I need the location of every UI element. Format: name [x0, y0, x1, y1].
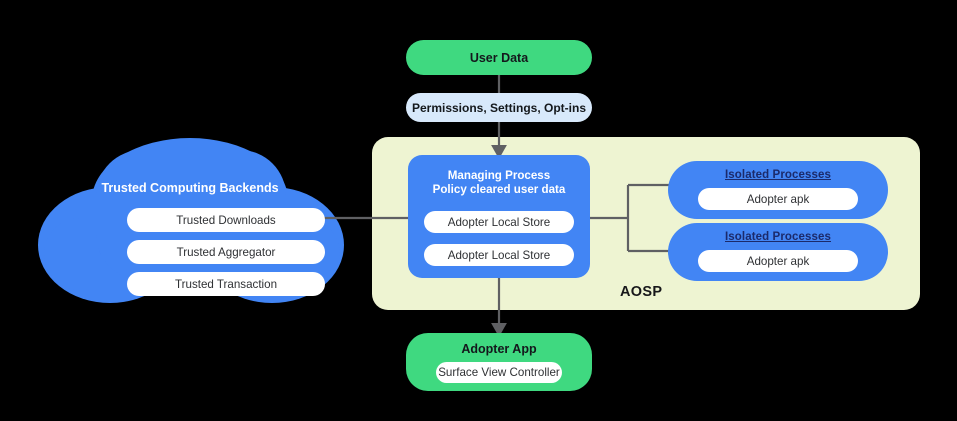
- aosp-label: AOSP: [620, 284, 663, 300]
- permissions-label: Permissions, Settings, Opt-ins: [411, 100, 587, 115]
- isolated-process-node[interactable]: Isolated Processes Adopter apk: [668, 161, 888, 219]
- managing-process-title: Managing Process Policy cleared user dat…: [408, 169, 590, 197]
- isolated-process-title: Isolated Processes: [725, 169, 831, 181]
- cloud-service-pill[interactable]: Trusted Transaction: [127, 272, 325, 296]
- isolated-process-title: Isolated Processes: [725, 231, 831, 243]
- managing-process-title-line1: Managing Process: [447, 169, 551, 182]
- adopter-app-label: Adopter App: [461, 342, 537, 356]
- adopter-app-node[interactable]: Adopter App Surface View Controller: [406, 333, 592, 391]
- adopter-apk-pill[interactable]: Adopter apk: [698, 250, 858, 272]
- surface-view-controller-pill[interactable]: Surface View Controller: [436, 362, 562, 383]
- user-data-node[interactable]: User Data: [406, 40, 592, 75]
- cloud-service-pill[interactable]: Trusted Downloads: [127, 208, 325, 232]
- cloud-title: Trusted Computing Backends: [101, 181, 279, 195]
- cloud-service-pill[interactable]: Trusted Aggregator: [127, 240, 325, 264]
- managing-process-node[interactable]: Managing Process Policy cleared user dat…: [408, 155, 590, 278]
- trusted-computing-backends-group: Trusted Computing Backends Trusted Downl…: [38, 148, 342, 308]
- user-data-label: User Data: [469, 50, 529, 65]
- adopter-local-store-pill[interactable]: Adopter Local Store: [424, 211, 574, 233]
- adopter-local-store-pill[interactable]: Adopter Local Store: [424, 244, 574, 266]
- adopter-apk-pill[interactable]: Adopter apk: [698, 188, 858, 210]
- managing-process-title-line2: Policy cleared user data: [432, 183, 566, 196]
- isolated-process-node[interactable]: Isolated Processes Adopter apk: [668, 223, 888, 281]
- permissions-settings-optins-node[interactable]: Permissions, Settings, Opt-ins: [406, 93, 592, 122]
